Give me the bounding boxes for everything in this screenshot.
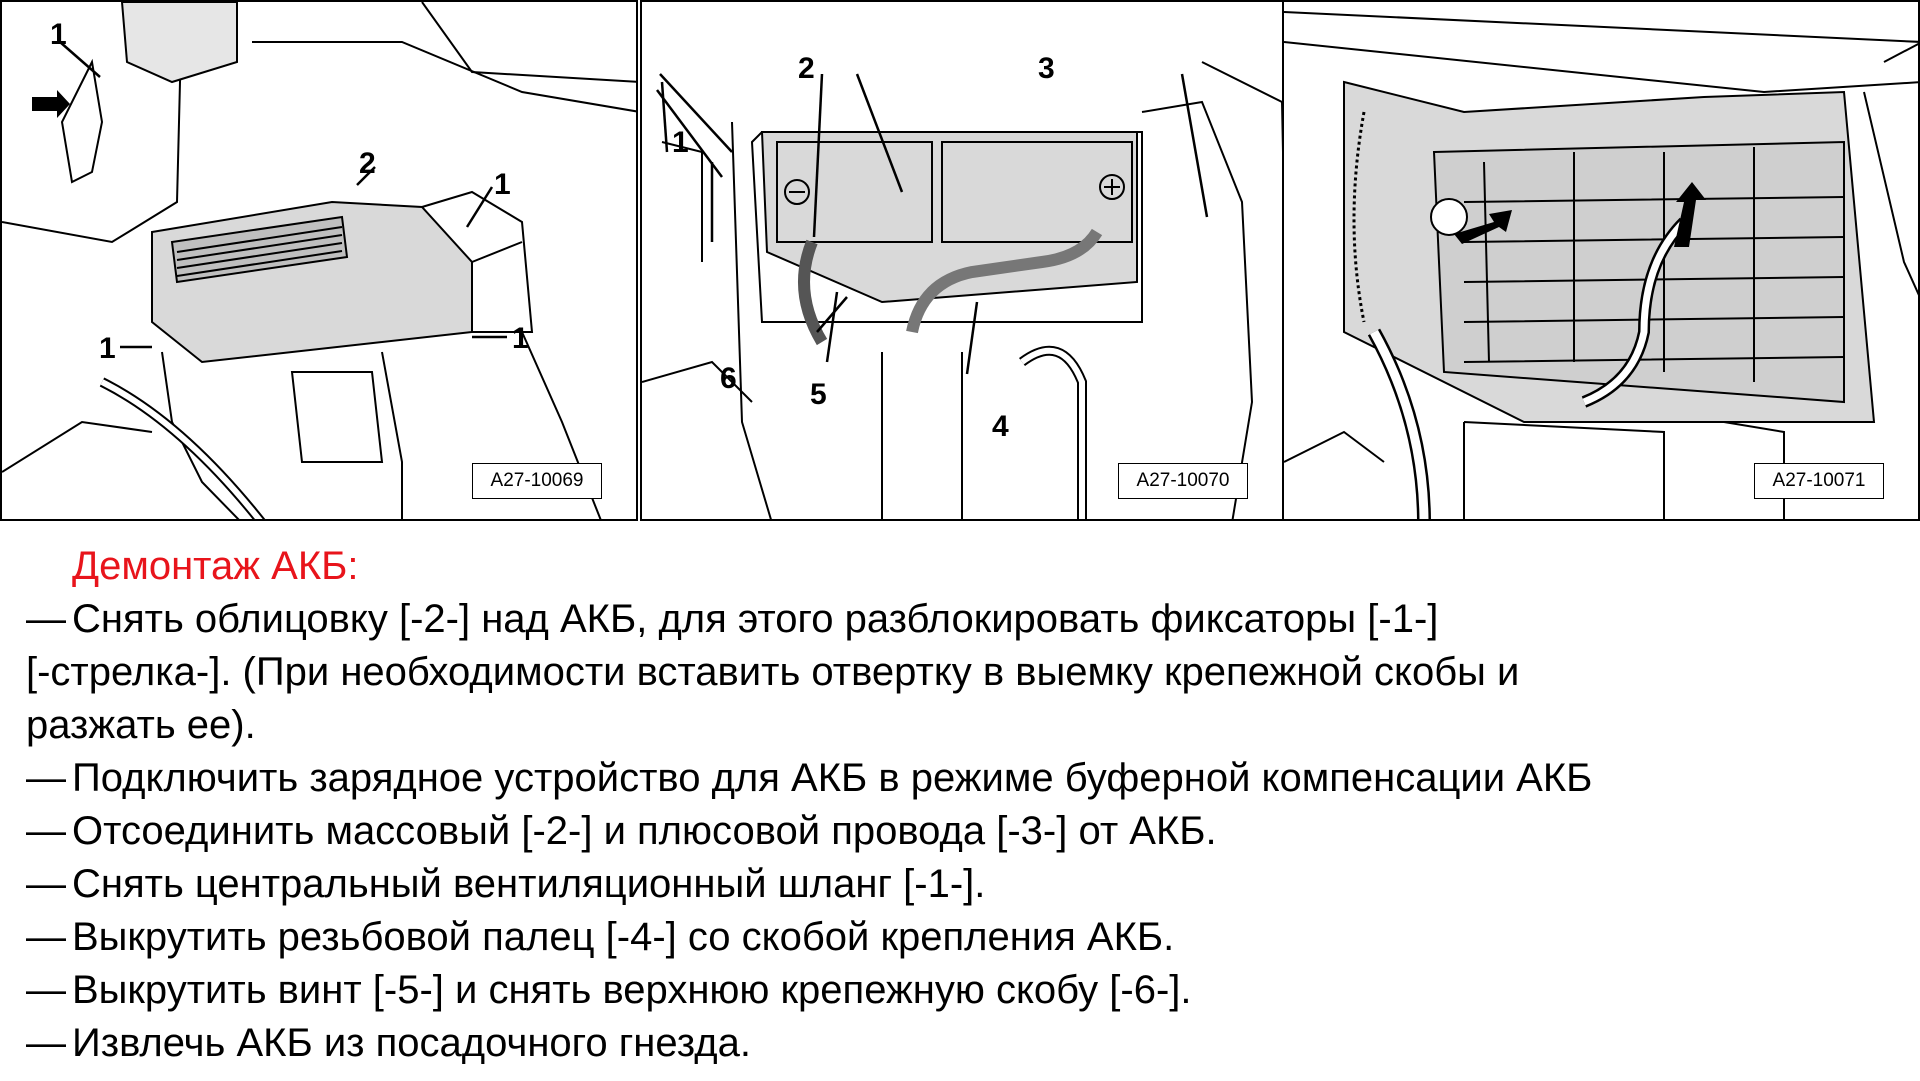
- step-dash: —: [26, 862, 66, 906]
- step-line: —Выкрутить винт [-5-] и снять верхнюю кр…: [26, 964, 1906, 1017]
- battery-tray-illustration: [1284, 11, 1918, 519]
- figure-id-label: A27-10070: [1118, 463, 1248, 499]
- step-line: —Выкрутить резьбовой палец [-4-] со скоб…: [26, 911, 1906, 964]
- callout-5: 5: [810, 378, 827, 411]
- callout-3: 3: [1038, 52, 1055, 85]
- instructions: Демонтаж АКБ: —Снять облицовку [-2-] над…: [26, 540, 1906, 1070]
- step-text: разжать ее).: [26, 703, 256, 747]
- step-continuation: разжать ее).: [26, 699, 1906, 752]
- step-dash: —: [26, 597, 66, 641]
- step-continuation: [-стрелка-]. (При необходимости вставить…: [26, 646, 1906, 699]
- callout-1: 1: [494, 168, 511, 201]
- battery-cover-illustration: [2, 2, 636, 519]
- step-text: Выкрутить винт [-5-] и снять верхнюю кре…: [72, 968, 1192, 1012]
- figure-panel-1: 1 2 1 1 1 A27-10069: [0, 0, 638, 521]
- callout-4: 4: [992, 410, 1009, 443]
- callout-2: 2: [359, 147, 376, 180]
- step-text: [-стрелка-]. (При необходимости вставить…: [26, 650, 1520, 694]
- callout-1: 1: [99, 332, 116, 365]
- step-dash: —: [26, 809, 66, 853]
- callout-1: 1: [50, 18, 67, 51]
- battery-terminals-illustration: [642, 61, 1282, 519]
- step-text: Снять центральный вентиляционный шланг […: [72, 862, 986, 906]
- step-line: —Извлечь АКБ из посадочного гнезда.: [26, 1017, 1906, 1070]
- step-text: Отсоединить массовый [-2-] и плюсовой пр…: [72, 809, 1217, 853]
- step-dash: —: [26, 968, 66, 1012]
- step-text: Подключить зарядное устройство для АКБ в…: [72, 756, 1593, 800]
- figure-id-label: A27-10069: [472, 463, 602, 499]
- step-line: —Снять центральный вентиляционный шланг …: [26, 858, 1906, 911]
- step-line: —Снять облицовку [-2-] над АКБ, для этог…: [26, 593, 1906, 646]
- callout-1: 1: [672, 126, 689, 159]
- step-line: —Отсоединить массовый [-2-] и плюсовой п…: [26, 805, 1906, 858]
- callout-6: 6: [720, 362, 737, 395]
- callout-2: 2: [798, 52, 815, 85]
- step-dash: —: [26, 915, 66, 959]
- section-heading: Демонтаж АКБ:: [72, 544, 359, 588]
- step-line: —Подключить зарядное устройство для АКБ …: [26, 752, 1906, 805]
- figure-panel-3: A27-10071: [1282, 0, 1920, 521]
- step-text: Снять облицовку [-2-] над АКБ, для этого…: [72, 597, 1439, 641]
- figure-panel-2: 2 3 1 6 5 4 A27-10070: [640, 0, 1284, 521]
- figure-id-label: A27-10071: [1754, 463, 1884, 499]
- callout-1: 1: [512, 322, 529, 355]
- step-text: Выкрутить резьбовой палец [-4-] со скобо…: [72, 915, 1175, 959]
- step-dash: —: [26, 756, 66, 800]
- figure-strip: 1 2 1 1 1 A27-10069: [0, 0, 1920, 523]
- step-dash: —: [26, 1021, 66, 1065]
- step-text: Извлечь АКБ из посадочного гнезда.: [72, 1021, 751, 1065]
